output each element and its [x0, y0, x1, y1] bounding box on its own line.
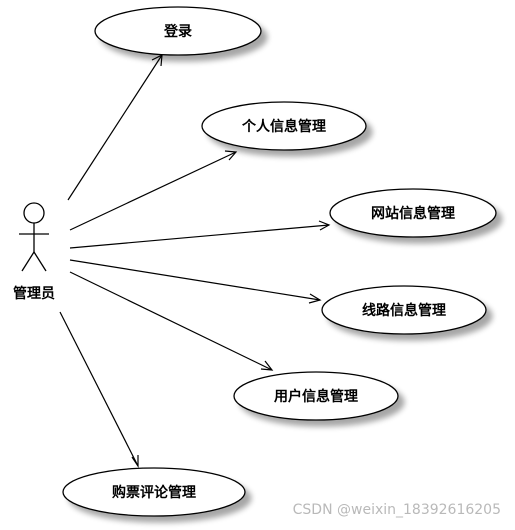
- use-case-user-info-label: 用户信息管理: [274, 388, 358, 405]
- association-site-info: [69, 220, 331, 249]
- actor-figure: [19, 202, 49, 272]
- use-case-personal-info[interactable]: 个人信息管理: [201, 101, 367, 151]
- use-case-ticket-review-label: 购票评论管理: [112, 484, 196, 501]
- use-case-route-info[interactable]: 线路信息管理: [321, 285, 487, 335]
- association-login: [67, 53, 163, 201]
- actor-left-leg: [21, 251, 35, 272]
- use-case-site-info-label: 网站信息管理: [371, 205, 455, 222]
- actor-right-leg: [33, 251, 47, 272]
- association-personal-info: [69, 150, 238, 231]
- association-ticket-review: [59, 311, 139, 468]
- use-case-route-info-label: 线路信息管理: [362, 302, 446, 319]
- watermark: CSDN @weixin_18392616205: [292, 502, 501, 518]
- actor-head: [23, 202, 45, 224]
- association-route-info: [69, 259, 322, 304]
- use-case-login[interactable]: 登录: [94, 6, 262, 56]
- use-case-site-info[interactable]: 网站信息管理: [329, 188, 497, 238]
- actor-label: 管理员: [13, 285, 55, 302]
- use-case-ticket-review[interactable]: 购票评论管理: [62, 467, 246, 517]
- association-user-info: [69, 271, 274, 371]
- use-case-login-label: 登录: [163, 23, 192, 40]
- use-case-personal-info-label: 个人信息管理: [241, 118, 326, 135]
- use-case-user-info[interactable]: 用户信息管理: [233, 371, 399, 421]
